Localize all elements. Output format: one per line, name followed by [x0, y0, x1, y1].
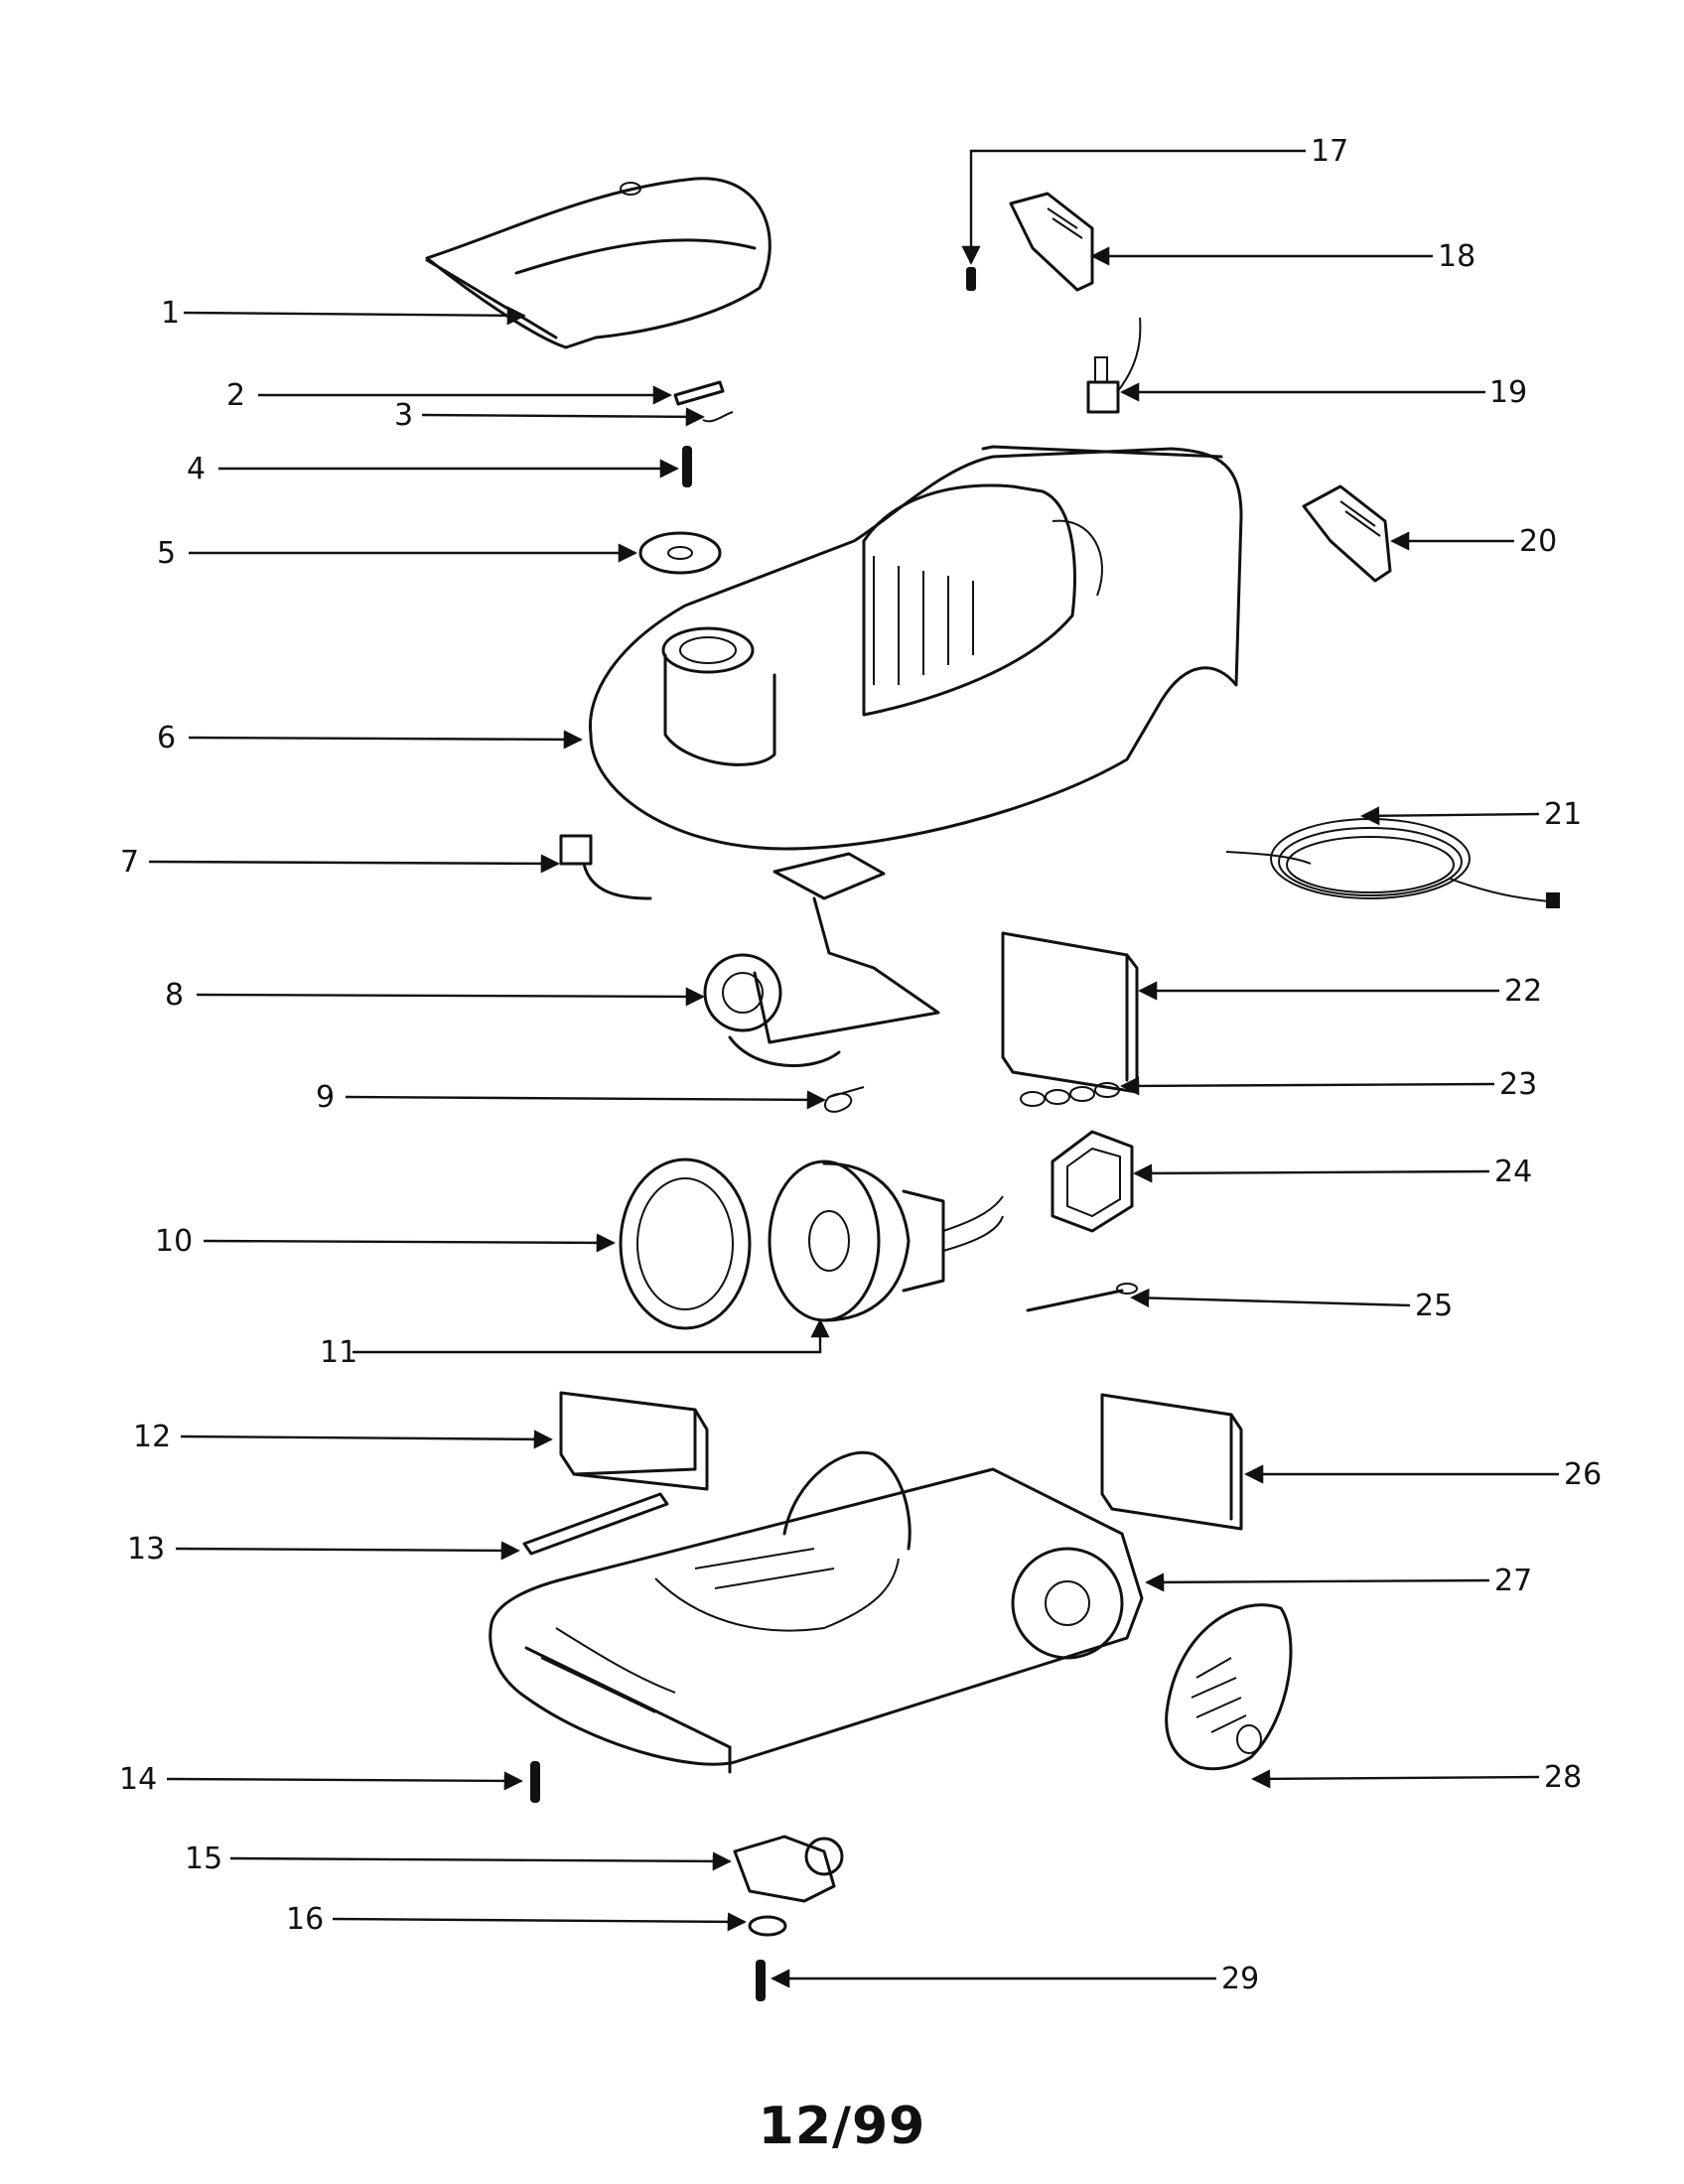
part-7-terminal-block [559, 834, 652, 900]
part-9-clip [824, 1086, 865, 1113]
leader-1 [183, 306, 526, 326]
leader-15 [229, 1851, 732, 1871]
callout-23: 23 [1499, 1067, 1537, 1102]
part-5-washer [638, 531, 722, 575]
callout-12: 12 [133, 1420, 171, 1454]
callout-numbers: 1 2 3 4 5 6 7 8 9 10 11 12 13 14 15 16 1… [119, 134, 1602, 1996]
callout-2: 2 [226, 378, 245, 413]
callout-3: 3 [394, 398, 413, 433]
leader-13 [175, 1541, 520, 1561]
leader-24 [1133, 1163, 1490, 1183]
callout-24: 24 [1494, 1155, 1532, 1189]
part-28-wheel-cover [1165, 1603, 1293, 1771]
callout-6: 6 [157, 721, 176, 755]
callout-19: 19 [1489, 375, 1527, 410]
callout-25: 25 [1415, 1289, 1453, 1323]
part-29-screw [756, 1960, 766, 2001]
callout-1: 1 [161, 296, 180, 331]
part-24-seal [1051, 1130, 1134, 1233]
revision-date: 12/99 [758, 2097, 926, 2156]
part-12-filter [559, 1391, 709, 1491]
callout-7: 7 [120, 845, 139, 880]
part-19-switch [1086, 317, 1142, 414]
callout-29: 29 [1221, 1962, 1259, 1996]
callout-10: 10 [155, 1224, 193, 1259]
leader-25 [1130, 1288, 1411, 1308]
part-23-grommets [1020, 1082, 1120, 1107]
part-17-spring [966, 267, 976, 291]
part-25-wire [1026, 1283, 1138, 1312]
part-14-screw [530, 1761, 540, 1803]
callout-17: 17 [1311, 134, 1348, 169]
part-22-filter [1001, 931, 1139, 1094]
leader-16 [332, 1912, 747, 1932]
leader-23 [1120, 1076, 1495, 1096]
part-3-spring [702, 411, 734, 423]
callout-26: 26 [1564, 1457, 1602, 1492]
callout-13: 13 [127, 1532, 165, 1567]
leader-lines [148, 149, 1559, 1988]
part-10-gasket [619, 1158, 752, 1330]
leader-21 [1360, 806, 1540, 826]
callout-27: 27 [1494, 1564, 1532, 1598]
callout-14: 14 [119, 1762, 157, 1797]
leader-10 [203, 1233, 616, 1253]
part-15-caster [733, 1835, 844, 1903]
part-4-screw [682, 446, 692, 487]
part-27-lower-housing [489, 1450, 1144, 1774]
callout-18: 18 [1438, 239, 1475, 274]
part-16-washer [748, 1915, 787, 1937]
part-21-power-cord [1225, 818, 1560, 908]
callout-16: 16 [286, 1902, 324, 1937]
part-2-latch [673, 380, 725, 406]
callout-9: 9 [316, 1080, 335, 1115]
part-18-switch-button [1009, 192, 1094, 292]
callout-4: 4 [187, 452, 206, 486]
part-8-motor-cradle [703, 852, 940, 1067]
callout-22: 22 [1504, 974, 1542, 1009]
leader-6 [188, 730, 583, 750]
part-13-seal-strip [522, 1492, 669, 1556]
part-11-motor [768, 1160, 1004, 1322]
leader-7 [148, 854, 560, 874]
callout-8: 8 [165, 978, 184, 1013]
leader-14 [166, 1771, 523, 1791]
callout-21: 21 [1544, 797, 1582, 832]
callout-5: 5 [157, 536, 176, 571]
callout-11: 11 [320, 1335, 357, 1370]
leader-17 [961, 149, 1306, 265]
leader-8 [196, 987, 705, 1007]
callout-15: 15 [185, 1842, 222, 1876]
part-6-upper-housing [588, 445, 1243, 851]
callout-20: 20 [1519, 524, 1557, 559]
callout-28: 28 [1544, 1760, 1582, 1795]
leader-12 [180, 1430, 553, 1449]
part-1-cover [425, 177, 772, 349]
leader-28 [1251, 1769, 1540, 1789]
leader-3 [421, 407, 705, 427]
part-26-filter [1100, 1393, 1243, 1531]
leader-9 [345, 1090, 826, 1110]
part-20-button [1302, 484, 1392, 583]
leader-27 [1145, 1572, 1490, 1592]
leader-11 [352, 1318, 830, 1354]
